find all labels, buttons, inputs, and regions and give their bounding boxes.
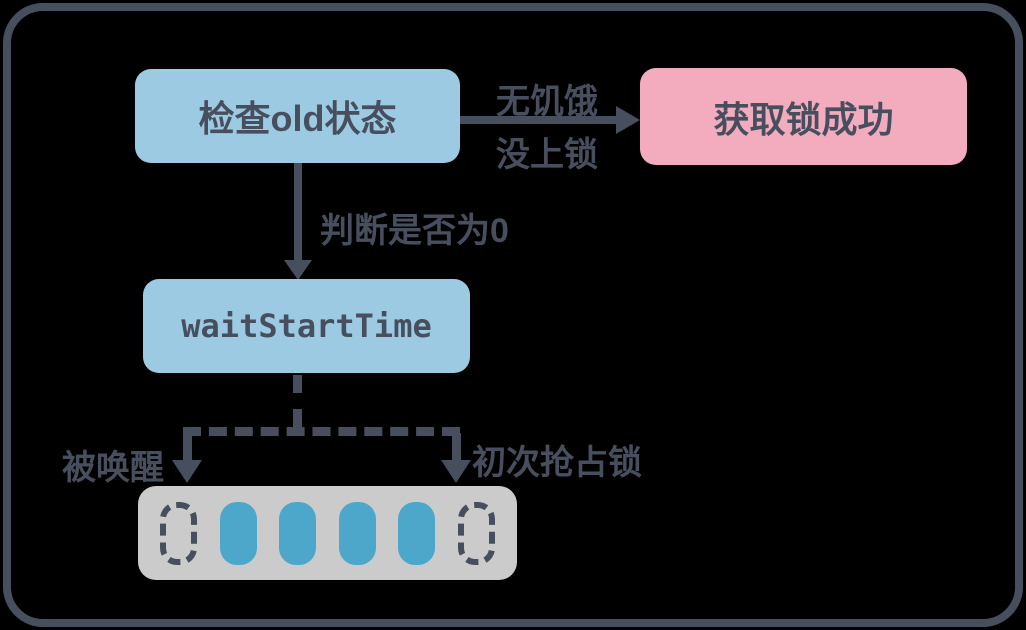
edge-label-woken-up: 被唤醒 [62,449,164,487]
dashed-branch-line [183,427,460,436]
dashed-left-drop-line [183,433,192,461]
node-wait-start-time-label: waitStartTime [181,307,432,345]
branch-right-arrowhead-icon [441,460,471,483]
queue-slot-dashed [457,501,495,565]
wait-queue-container [138,486,517,580]
edge-label-not-locked: 没上锁 [496,136,598,174]
node-check-old-state[interactable]: 检查old状态 [135,69,460,163]
queue-slot-solid [219,501,257,565]
node-wait-start-time[interactable]: waitStartTime [143,279,470,373]
arrow-to-wait-line [294,163,302,261]
edge-label-first-grab: 初次抢占锁 [472,444,642,482]
edge-label-no-starvation: 无饥饿 [496,83,598,121]
queue-slot-dashed [160,501,198,565]
edge-label-judge-zero: 判断是否为0 [320,212,509,250]
node-acquire-lock-success[interactable]: 获取锁成功 [640,68,967,165]
node-acquire-lock-success-label: 获取锁成功 [713,98,894,140]
arrow-to-success-head-icon [616,106,640,134]
queue-slot-solid [398,501,436,565]
node-check-old-state-label: 检查old状态 [198,98,397,139]
arrow-to-wait-head-icon [284,260,312,280]
outer-frame [3,3,1023,627]
queue-slot-solid [338,501,376,565]
dashed-right-drop-line [452,433,461,461]
queue-slot-solid [279,501,317,565]
dashed-stub-line [293,375,302,427]
arrow-to-success-line [460,116,618,124]
branch-left-arrowhead-icon [172,460,202,483]
